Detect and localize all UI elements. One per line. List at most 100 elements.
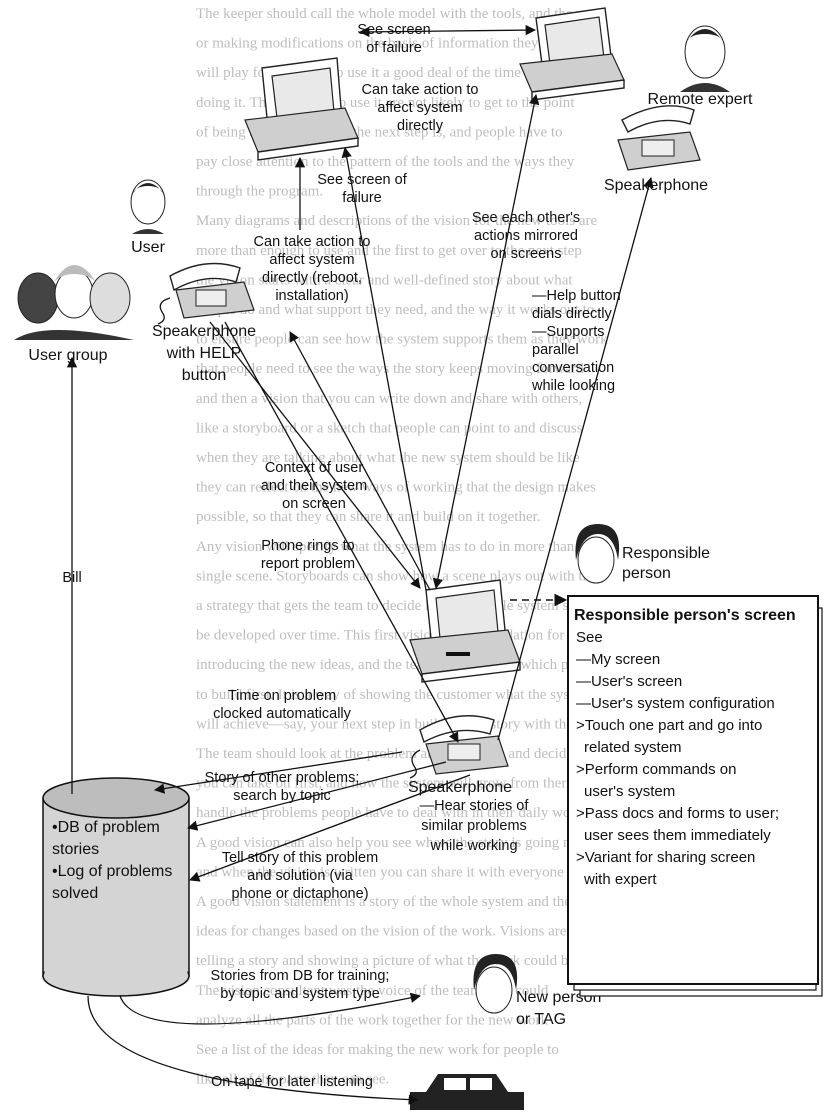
background-text-line: The keeper should call the whole model w… [196, 6, 607, 22]
edge-label: Phone rings to [261, 538, 355, 554]
background-text-line: and when the vision is written you can s… [196, 864, 564, 880]
edge-label: directly (reboot, [262, 270, 362, 286]
background-text-line: the vision starts with a clear and well-… [196, 272, 573, 288]
edge-label: while working [429, 838, 517, 854]
background-text-line: telling a story and showing a picture of… [196, 953, 575, 969]
background-text-line: introducing the new ideas, and the team … [196, 657, 590, 673]
panel-line: >Pass docs and forms to user; [576, 805, 779, 822]
edge-label: Story of other problems; [205, 770, 360, 786]
edge-label: On tape for later listening [211, 1074, 373, 1090]
speakerphone-help-label: button [182, 367, 226, 384]
background-text-line: A good vision statement is a story of th… [196, 894, 571, 910]
car-icon [410, 1074, 524, 1110]
remote-expert-label: Remote expert [648, 91, 753, 108]
background-text-line: when they are talking about what the new… [196, 450, 580, 466]
panel-line: —User's screen [576, 673, 682, 690]
edge-label: on screens [491, 246, 562, 262]
panel-line: related system [584, 739, 682, 756]
edge-label: phone or dictaphone) [231, 886, 368, 902]
responsible-person-label: Responsible [622, 545, 710, 562]
edge-label: See screen of [317, 172, 407, 188]
edge-label: Time on problem [228, 688, 336, 704]
edge-label: dials directly [532, 306, 613, 322]
edge-label: Can take action to [254, 234, 371, 250]
background-text-line: A good vision can also help you see wher… [196, 835, 590, 851]
background-text-line: a strategy that gets the team to decide … [196, 598, 603, 614]
background-text-line: Any vision will specify what the system … [196, 539, 585, 555]
user-label: User [131, 239, 165, 256]
speakerphone-bottom-label: Speakerphone [408, 779, 512, 796]
edge-label: clocked automatically [213, 706, 352, 722]
background-text-line: will play for people who use it a good d… [196, 65, 573, 81]
background-text-line: handle the problems people have to deal … [196, 805, 587, 821]
responsible-person-label: person [622, 565, 671, 582]
background-page-text: The keeper should call the whole model w… [196, 6, 609, 1088]
expert-computer-icon [519, 7, 625, 101]
user-group-avatars [14, 265, 134, 340]
edge-label: similar problems [421, 818, 527, 834]
edge-label: Context of user [265, 460, 363, 476]
background-text-line: pay close attention to the pattern of th… [196, 154, 575, 170]
speakerphone-bottom-icon [409, 715, 509, 779]
user-computer-icon [244, 57, 359, 161]
edge-label: —Help button [532, 288, 621, 304]
edge-label: on screen [282, 496, 346, 512]
background-text-line: through the program. [196, 184, 323, 200]
responsible-person-screen-panel: Responsible person's screen See —My scree… [567, 595, 823, 997]
edge-label: by topic and system type [220, 986, 380, 1002]
edge-label: Tell story of this problem [222, 850, 378, 866]
panel-line: >Touch one part and go into [576, 717, 762, 734]
edge-label: of failure [366, 40, 422, 56]
background-text-line: they can reflect on the new ways of work… [196, 480, 596, 496]
database-item: •DB of problem [52, 819, 160, 836]
panel-line: user sees them immediately [584, 827, 771, 844]
speakerphone-top-label: Speakerphone [604, 177, 708, 194]
user-avatar [130, 179, 166, 234]
panel-line: with expert [583, 871, 657, 888]
edge-label: installation) [275, 288, 348, 304]
panel-title: Responsible person's screen [574, 607, 796, 624]
panel-line: >Perform commands on [576, 761, 736, 778]
responsible-person-computer-icon [409, 579, 521, 683]
database-item: solved [52, 885, 98, 902]
panel-lines: See —My screen —User's screen —User's syste… [576, 629, 779, 888]
panel-line: See [576, 629, 603, 646]
remote-expert-avatar [680, 25, 730, 92]
edge-label: See screen [357, 22, 430, 38]
edge-label: and their system [261, 478, 367, 494]
problem-database-icon [42, 777, 190, 997]
database-item: •Log of problems [52, 863, 172, 880]
background-text-line: analyze all the parts of the work togeth… [196, 1012, 548, 1028]
panel-line: —My screen [576, 651, 660, 668]
edge-label: conversation [532, 360, 614, 376]
edge-label: while looking [531, 378, 615, 394]
edge-label: Bill [62, 570, 81, 586]
background-text-line: to build first. It is a way of showing t… [196, 687, 592, 703]
edge-label: affect system [269, 252, 354, 268]
background-text-line: or making modifications on the basis of … [196, 36, 609, 52]
background-text-line: See a list of the ideas for making the n… [196, 1042, 559, 1058]
edge-label: —Hear stories of [420, 798, 530, 814]
edge-label: parallel [532, 342, 579, 358]
background-text-line: The team should look at the problem and … [196, 746, 607, 762]
connector-arrows [66, 24, 654, 1105]
background-text-line: ideas for changes based on the vision of… [196, 924, 567, 940]
panel-line: —User's system configuration [576, 695, 775, 712]
speakerphone-help-label: Speakerphone [152, 323, 256, 340]
edge-label: actions mirrored [474, 228, 578, 244]
edge-label: —Supports [532, 324, 605, 340]
background-text-line: like a storyboard or a sketch that peopl… [196, 420, 583, 436]
edge-label: affect system [377, 100, 462, 116]
speakerphone-help-icon [157, 262, 255, 325]
edge-label: report problem [261, 556, 355, 572]
background-text-line: single scene. Storyboards can show how a… [196, 568, 597, 584]
speakerphone-top-icon [617, 105, 701, 171]
edge-label: search by topic [233, 788, 331, 804]
edge-label: and solution (via [247, 868, 354, 884]
edge-label: See each other's [472, 210, 580, 226]
background-text-line: and then a vision that you can write dow… [196, 391, 582, 407]
edge-label: Stories from DB for training; [211, 968, 390, 984]
